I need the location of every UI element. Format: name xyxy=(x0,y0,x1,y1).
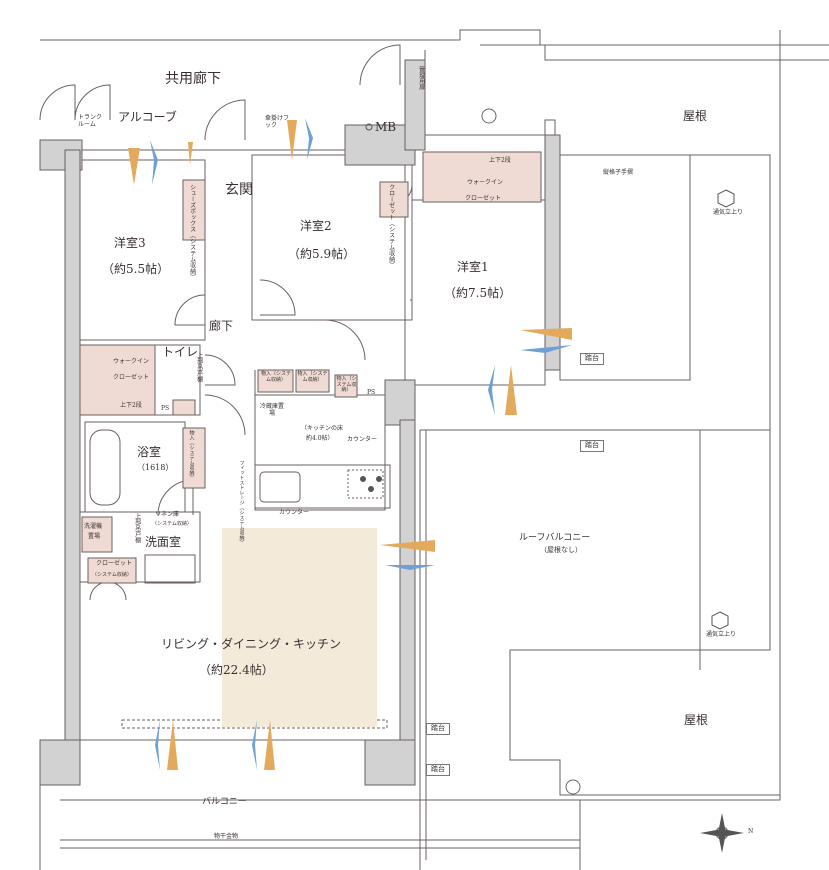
wic-left-line2: クローゼット xyxy=(113,374,150,381)
step-label-4: 踏台 xyxy=(426,764,450,776)
roof-label: 屋根 xyxy=(683,109,708,123)
vent-riser-label-2: 通気立上り xyxy=(706,631,737,638)
vent-riser-icon xyxy=(717,189,735,208)
wic-right-note: 上下2段 xyxy=(489,157,511,164)
wic-right-line1: ウォークイン xyxy=(467,179,504,186)
fit-storage-label: フィットストレージ（システム収納） xyxy=(238,460,245,545)
closet-wash-line2: （システム収納） xyxy=(92,572,132,578)
upper-cabinet-label: 上部吊戸棚 xyxy=(195,352,203,382)
entrance-label: 玄関 xyxy=(225,182,253,198)
wic-right-line2: クローゼット xyxy=(465,195,502,202)
roof-label-2: 屋根 xyxy=(684,713,709,727)
storage-label-3: 物入（システム収納） xyxy=(336,376,357,393)
balcony-label: バルコニー xyxy=(202,797,247,807)
vent-riser-label: 通気立上り xyxy=(713,209,744,216)
umbrella-hook-label: 傘掛けフック xyxy=(265,115,290,129)
drain-icon xyxy=(481,108,497,124)
washroom-label: 洗面室 xyxy=(145,535,182,549)
drying-rack-label: 物干金物 xyxy=(214,833,239,840)
wic-left-note: 上下2段 xyxy=(120,402,142,409)
counter-label-2: カウンター xyxy=(279,509,310,516)
room3-size: （約5.5帖） xyxy=(102,262,170,276)
ldk-name: リビング・ダイニング・キッチン xyxy=(161,637,342,651)
step-label-2: 踏台 xyxy=(580,440,604,452)
wic-left-line1: ウォークイン xyxy=(113,358,150,365)
shoe-box-label: シューズボックス（システム収納） xyxy=(188,184,196,280)
linen-line2: （システム収納） xyxy=(152,521,192,527)
mgmt-door-label: 管理用扉 xyxy=(417,66,425,90)
closet-wash-line1: クローゼット xyxy=(96,560,133,567)
closet-label: クローゼット（システム収納） xyxy=(387,184,395,268)
drain-icon xyxy=(565,779,581,795)
fridge-label: 冷蔵庫置場 xyxy=(259,403,284,417)
roof-balcony-note: （屋根なし） xyxy=(540,546,582,554)
step-label: 踏台 xyxy=(580,353,604,365)
room3-name: 洋室3 xyxy=(114,236,146,250)
storage-label-2: 物入（システム収納） xyxy=(297,371,328,383)
airflow-arrows xyxy=(128,118,572,770)
room1-size: （約7.5帖） xyxy=(444,286,512,300)
ldk-size: （約22.4帖） xyxy=(199,663,274,677)
compass-icon xyxy=(700,813,744,853)
storage-label: 物入（システム収納） xyxy=(260,371,291,383)
stove-icon xyxy=(360,476,382,492)
roof-balcony-name: ルーフバルコニー xyxy=(519,533,591,543)
step-label-3: 踏台 xyxy=(426,723,450,735)
counter-label: カウンター xyxy=(347,436,378,443)
trunk-room-label: トランクルーム xyxy=(78,114,103,128)
room2-name: 洋室2 xyxy=(300,219,332,233)
room1-name: 洋室1 xyxy=(457,260,489,274)
alcove-label: アルコーブ xyxy=(118,110,177,124)
kitchen-floor-line2: 約4.0帖） xyxy=(306,435,334,442)
ps-label-2: PS xyxy=(367,389,376,396)
north-label: N xyxy=(748,828,754,835)
room2-size: （約5.9帖） xyxy=(288,247,356,261)
linen-line1: リネン庫 xyxy=(155,511,180,518)
storage-label-4: 物入（システム収納） xyxy=(188,430,195,480)
upper-cabinet-label-2: 上部吊戸棚 xyxy=(133,513,141,543)
vertical-rail-label: 縦格子手摺 xyxy=(603,169,634,176)
mb-label: MB xyxy=(375,120,397,134)
ldk-floor-area xyxy=(222,528,377,727)
washer-line1: 洗濯機 xyxy=(84,523,103,530)
toilet-label: トイレ xyxy=(162,345,199,359)
mb-marker-icon xyxy=(365,123,373,131)
ps-label: PS xyxy=(161,405,170,412)
vent-riser-icon xyxy=(711,611,729,630)
kitchen-floor-line1: （キッチンの床 xyxy=(301,425,344,432)
hallway-label: 廊下 xyxy=(209,319,234,333)
bath-name: 浴室 xyxy=(137,445,162,459)
washer-line2: 置場 xyxy=(88,533,101,540)
common-corridor-label: 共用廊下 xyxy=(165,71,221,87)
bath-size: （1618） xyxy=(137,463,174,472)
